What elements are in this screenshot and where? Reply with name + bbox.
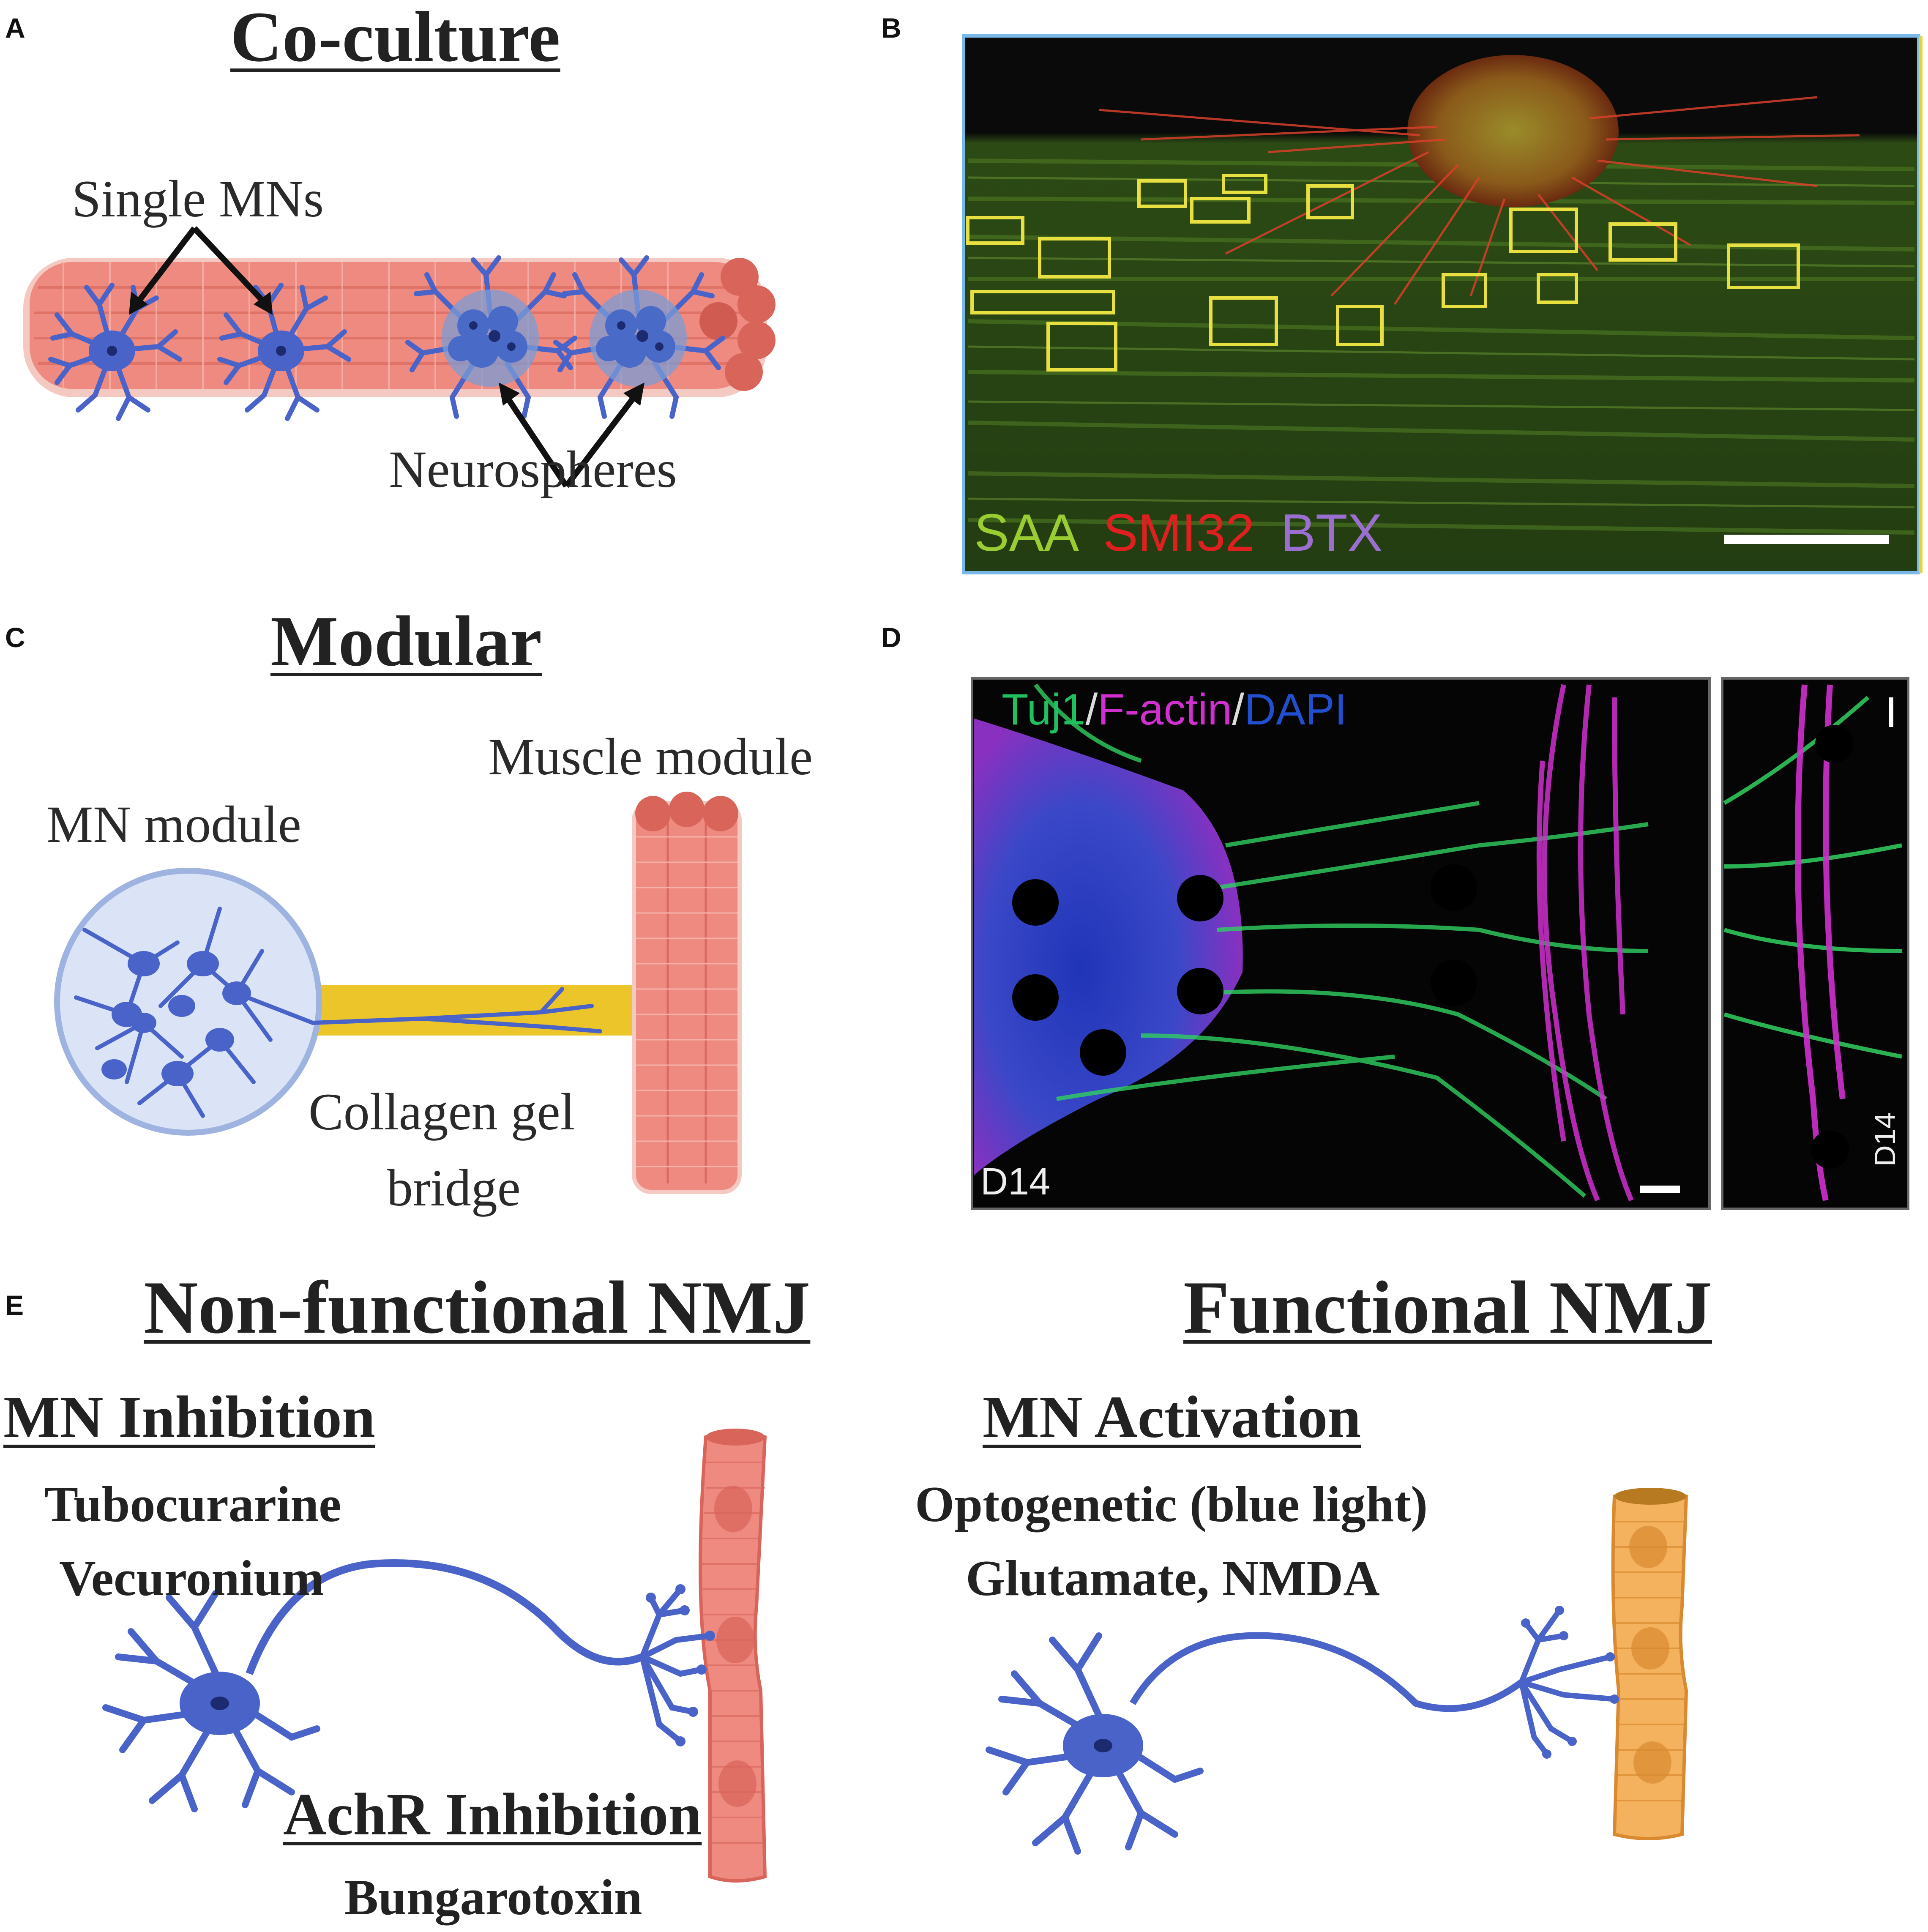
collagen-gel-label: Collagen gel <box>309 1083 575 1141</box>
mn-activation-heading: MN Activation <box>983 1383 1361 1450</box>
panel-d-micrograph <box>971 677 1909 1210</box>
non-functional-nmj-title: Non-functional NMJ <box>144 1265 811 1349</box>
panel-b-micrograph <box>962 34 1923 574</box>
mn-module-label: MN module <box>46 795 301 853</box>
functional-nmj-title: Functional NMJ <box>1183 1265 1712 1349</box>
panel-e-left-neuron <box>106 1593 317 1809</box>
panel-a-title: Co-culture <box>230 0 560 77</box>
panel-letter-c: C <box>5 622 25 653</box>
optogenetic-label: Optogenetic (blue light) <box>915 1476 1428 1532</box>
panel-e-right-diagram <box>1130 1488 1688 1840</box>
stain-dapi-label: DAPI <box>1244 685 1347 734</box>
tubocurarine-label: Tubocurarine <box>44 1476 341 1532</box>
panel-letter-d: D <box>881 622 901 653</box>
neurospheres-label: Neurospheres <box>389 440 677 498</box>
panel-a-arrows <box>137 226 636 488</box>
day-label-main: D14 <box>980 1161 1051 1203</box>
panel-letter-a: A <box>5 12 25 44</box>
panel-c-title: Modular <box>270 601 542 681</box>
stain-saa-label: SAA <box>974 504 1079 562</box>
stain-tuj1-label: Tuj1 <box>1002 685 1086 734</box>
stain-legend-d: Tuj1/F-actin/DAPI <box>1002 685 1347 735</box>
bungarotoxin-label: Bungarotoxin <box>344 1869 642 1925</box>
bridge-label: bridge <box>387 1159 521 1217</box>
stain-separator-1: / <box>1085 685 1098 734</box>
panel-letter-b: B <box>881 12 901 44</box>
panel-e-right-neuron <box>989 1636 1200 1851</box>
stain-factin-label: F-actin <box>1098 685 1232 734</box>
muscle-module-label: Muscle module <box>488 728 813 786</box>
panel-c-diagram <box>54 792 742 1194</box>
panel-letter-e: E <box>5 1290 24 1321</box>
day-label-inset: D14 <box>1868 1112 1901 1167</box>
stain-smi32-label: SMI32 <box>1103 504 1255 562</box>
panel-e-left-diagram <box>246 1429 767 1883</box>
stain-separator-2: / <box>1232 685 1245 734</box>
glutamate-nmda-label: Glutamate, NMDA <box>966 1550 1380 1606</box>
vecuronium-label: Vecuronium <box>59 1550 324 1606</box>
mn-inhibition-heading: MN Inhibition <box>3 1383 375 1450</box>
stain-btx-label: BTX <box>1281 504 1383 562</box>
achr-inhibition-heading: AchR Inhibition <box>283 1781 702 1847</box>
single-mns-label: Single MNs <box>72 170 324 228</box>
